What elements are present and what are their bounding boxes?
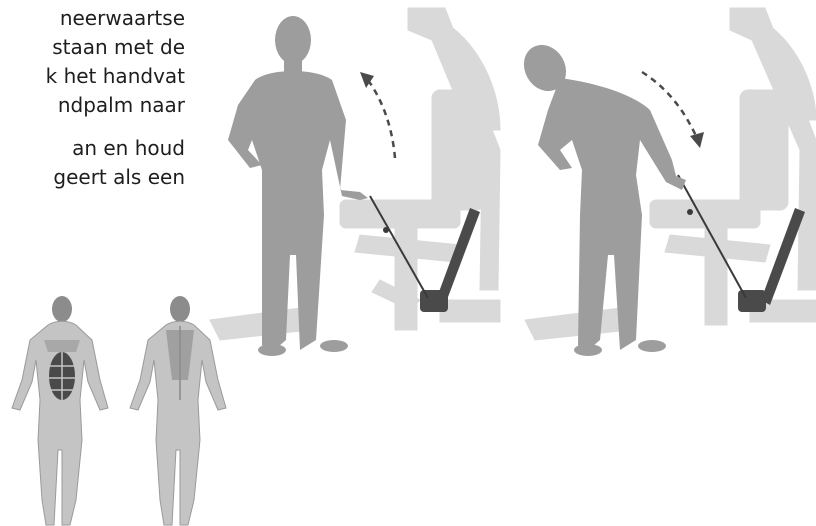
end-position-panel <box>516 8 816 356</box>
muscle-chart-front-icon <box>12 296 108 525</box>
muscle-chart-back-icon <box>130 296 226 525</box>
pulley-right <box>738 290 766 312</box>
person-start <box>228 16 368 356</box>
machine-left <box>210 8 500 340</box>
start-position-panel <box>210 8 500 356</box>
dashed-arrow-up-icon <box>360 72 395 158</box>
